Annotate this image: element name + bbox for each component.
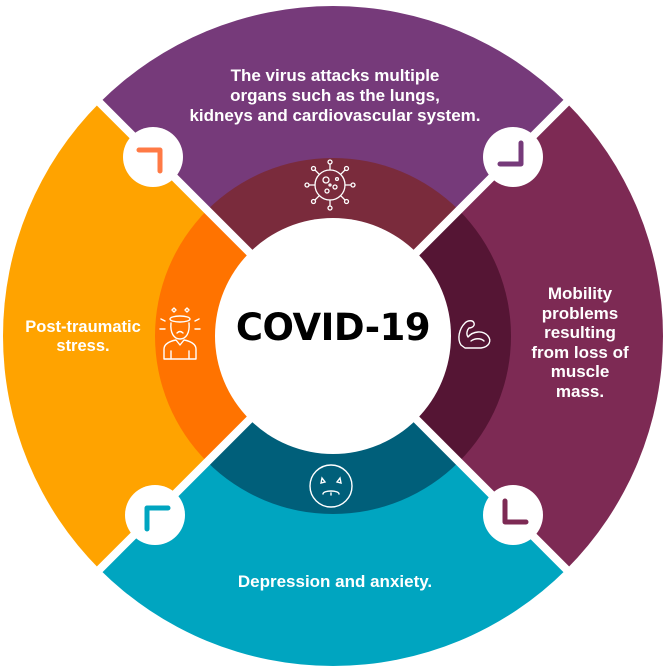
virus-icon <box>304 159 356 211</box>
corner-arrow-icon <box>502 498 529 525</box>
segment-ptsd-text: Post-traumatic stress. <box>25 318 141 355</box>
sad-face-icon <box>309 464 353 508</box>
flexed-arm-icon <box>458 320 491 349</box>
corner-arrow-icon <box>144 505 171 532</box>
arrow-badge-bottom-left <box>125 485 185 545</box>
stressed-person-icon <box>159 307 201 360</box>
corner-arrow-icon <box>497 140 524 167</box>
arrow-badge-top-right <box>483 127 543 187</box>
center-circle <box>215 218 451 454</box>
center-title: COVID-19 <box>235 306 431 349</box>
segment-depression-text: Depression and anxiety. <box>237 572 433 591</box>
segment-mobility-text: Mobility problems resulting from loss of… <box>531 284 629 401</box>
arrow-badge-top-left <box>123 127 183 187</box>
segment-organs-text: The virus attacks multiple organs such a… <box>189 66 481 125</box>
arrow-badge-bottom-right <box>483 485 543 545</box>
corner-arrow-icon <box>136 147 163 174</box>
